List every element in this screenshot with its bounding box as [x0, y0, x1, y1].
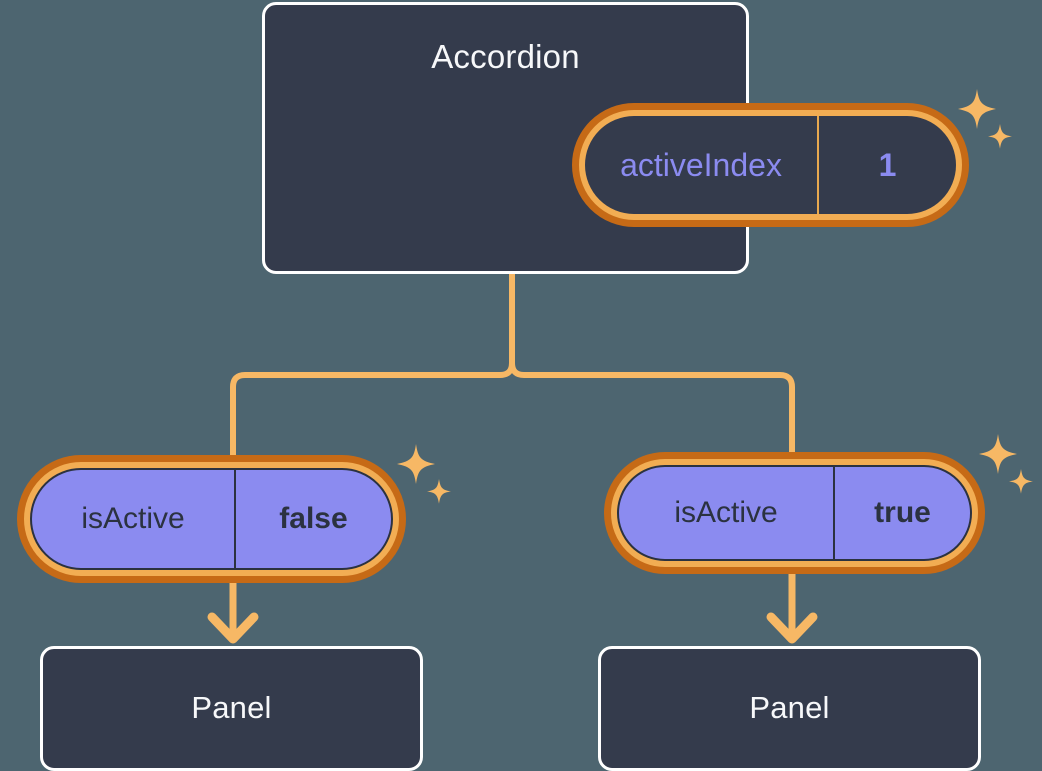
- arrow-down-icon-left: [207, 612, 259, 644]
- sparkle-icon: [979, 434, 1017, 474]
- accordion-title: Accordion: [431, 38, 580, 75]
- state-key-label: isActive: [81, 502, 185, 535]
- sparkle-icon: [397, 444, 435, 484]
- connector-tree-path: [230, 270, 795, 458]
- state-value-label: 1: [817, 116, 956, 214]
- accordion-node[interactable]: Accordion activeIndex 1: [262, 2, 1012, 274]
- sparkle-small-icon: [988, 124, 1012, 149]
- state-value-label: false: [234, 470, 391, 568]
- state-pill-inner: activeIndex 1: [585, 116, 956, 214]
- state-pill-inner: isActive true: [617, 465, 972, 561]
- panel-node-left[interactable]: Panel: [40, 646, 423, 771]
- state-pill-inner: isActive false: [30, 468, 393, 570]
- state-pill-isactive-false[interactable]: isActive false: [17, 455, 406, 583]
- state-pill-isactive-true[interactable]: isActive true: [604, 452, 985, 574]
- state-key-label: activeIndex: [620, 146, 782, 183]
- sparkles-right-state: [978, 434, 1034, 505]
- panel-title: Panel: [749, 690, 830, 725]
- sparkle-small-icon: [1009, 469, 1033, 494]
- state-value-label: true: [833, 467, 970, 559]
- panel-title: Panel: [191, 690, 272, 725]
- sparkle-small-icon: [427, 479, 451, 504]
- sparkle-icon: [958, 89, 996, 129]
- state-key-label: isActive: [674, 496, 778, 529]
- state-pill-activeindex[interactable]: activeIndex 1: [572, 103, 969, 227]
- panel-node-right[interactable]: Panel: [598, 646, 981, 771]
- arrow-down-icon-right: [766, 612, 818, 644]
